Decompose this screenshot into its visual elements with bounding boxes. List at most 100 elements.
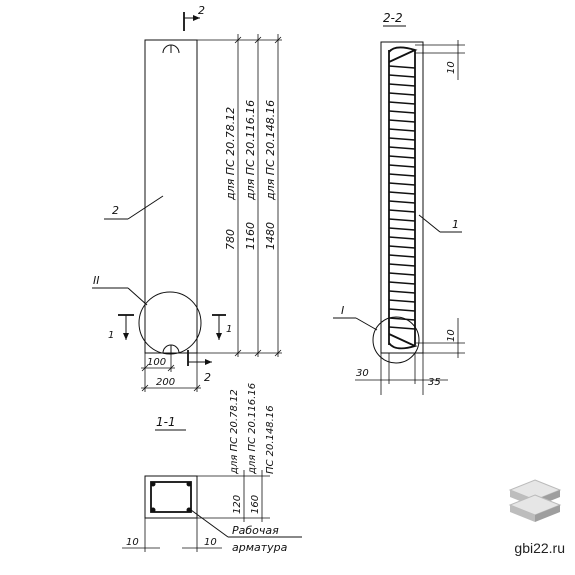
part-2-leader [127,195,164,220]
section-1-left-label: 1 [108,330,114,341]
section-1-1-label-b: для ПС 20.116.16 [247,383,258,475]
stirrup [388,227,416,231]
rebar-1-label: 1 [452,218,459,231]
logo-site-text: gbi22.ru [514,540,565,556]
detail-circle-i [372,316,420,364]
section-1-right-label: 1 [226,324,232,335]
stirrup [388,209,416,213]
front-view: II 2 2 2 1 1 100 200 [92,4,282,392]
stirrup [388,263,416,267]
detail-circle-ii [138,291,202,355]
site-logo: gbi22.ru [508,479,565,556]
dim-tick [254,349,262,357]
detail-i-label: I [341,304,344,317]
section-1-left-arrowhead [123,333,129,340]
rebar-dot [150,507,156,513]
section-2-bottom-label: 2 [204,371,211,384]
stirrup [388,290,416,294]
dim-tick [234,36,242,44]
section-1-1-label-a: для ПС 20.78.12 [229,389,240,475]
stirrup [388,236,416,240]
part-2-label: 2 [112,204,119,217]
height-label-1: для ПС 20.78.12 [224,107,237,201]
stirrup [388,164,416,168]
dim-120-label: 120 [232,495,243,514]
stirrup [388,65,416,69]
stirrup [388,326,416,330]
dim-tick [167,364,175,372]
dim-100-label: 100 [147,357,166,368]
stirrup [388,155,416,159]
rebar-label-2: арматура [232,541,288,554]
detail-ii-leader [127,287,148,306]
height-value-1: 780 [224,229,237,250]
section-1-1-title: 1-1 [156,415,176,429]
section-2-2-title: 2-2 [383,11,403,25]
rebar-label-1: Рабочая [232,524,279,537]
rebar-dot [150,481,156,487]
column-outline [144,39,198,354]
stirrup [388,83,416,87]
section-1-1: 1-1 для ПС 20.78.12 для ПС 20.116.16 ПС … [122,383,302,554]
stirrup [388,110,416,114]
stirrup [388,182,416,186]
dim-tick [141,384,149,392]
dim-tick [234,349,242,357]
stirrup [388,173,416,177]
rebar-bottom-hook [388,333,418,350]
stirrup [388,200,416,204]
dim-tick [141,364,149,372]
stirrup [388,191,416,195]
dim-tick [193,384,201,392]
detail-ii-label: II [93,274,100,287]
rebar-leader [190,509,229,538]
dim-160-label: 160 [250,495,261,514]
height-label-2: для ПС 20.116.16 [244,100,257,201]
height-label-3: для ПС 20.148.16 [264,100,277,201]
stirrup [388,218,416,222]
section-1-right-arrowhead [216,333,222,340]
detail-i-leader [355,317,378,331]
height-value-2: 1160 [244,222,257,250]
stirrups [388,65,416,330]
section-2-top-label: 2 [198,4,205,17]
dim-left-label: 30 [356,368,369,379]
stirrup [388,245,416,249]
dim-bottom-label: 10 [446,329,457,342]
section-2-bottom-arrowhead [205,359,212,365]
section-1-1-stirrup [150,481,192,513]
stirrup [388,281,416,285]
section-2-2-outline [380,41,424,354]
stirrup [388,128,416,132]
stirrup [388,254,416,258]
stirrup [388,101,416,105]
section-2-top-arrowhead [193,15,200,21]
dim-right-label: 35 [428,377,441,388]
section-1-1-label-c: ПС 20.148.16 [265,405,276,474]
section-2-2: 2-2 I 1 10 10 30 35 [333,11,465,395]
stirrup [388,299,416,303]
rebar-1-leader [418,214,441,233]
dim-200-label: 200 [156,377,175,388]
dim-left-10: 10 [126,537,139,548]
stirrup [388,308,416,312]
dim-tick [274,349,282,357]
logo-stack-icon [508,479,562,522]
dim-top-label: 10 [446,61,457,74]
stirrup [388,272,416,276]
stirrup [388,137,416,141]
stirrup [388,119,416,123]
dim-tick [254,36,262,44]
rebar-top-hook [388,46,418,63]
section-1-1-outline [144,475,198,519]
dim-right-10: 10 [204,537,217,548]
stirrup [388,74,416,78]
stirrup [388,146,416,150]
stirrup [388,317,416,321]
stirrup [388,92,416,96]
height-value-3: 1480 [264,222,277,250]
dim-tick [274,36,282,44]
rebar-dot [186,507,192,513]
rebar-dot [186,481,192,487]
